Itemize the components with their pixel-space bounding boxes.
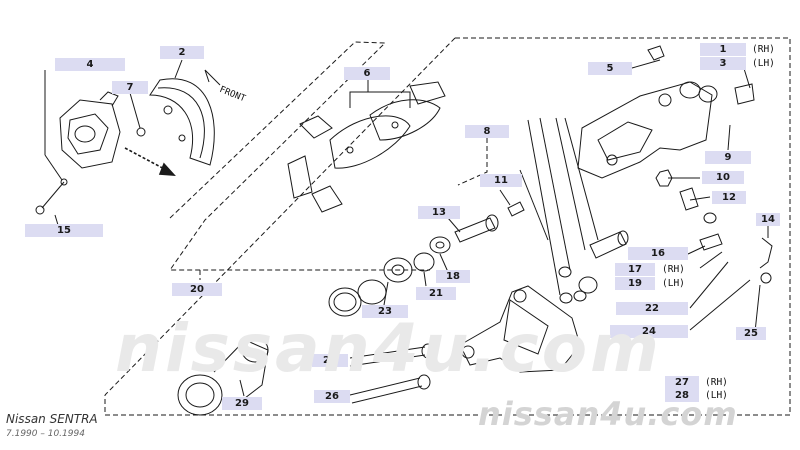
callout-16: 16 — [628, 247, 688, 260]
callout-19-side: (LH) — [662, 278, 685, 289]
bolt-26-lower-part — [349, 374, 431, 404]
bolt-26-upper-part — [349, 343, 435, 367]
frame-8-leader — [457, 138, 488, 186]
callout-19: 19 — [615, 277, 655, 290]
callout-18: 18 — [436, 270, 470, 283]
washer-part — [703, 212, 717, 224]
leader-17 — [699, 251, 723, 269]
leader-23 — [383, 281, 389, 306]
bolt-7-part — [136, 127, 146, 137]
callout-1: 1 — [700, 43, 746, 56]
leader-4b — [44, 154, 63, 181]
clip-14-part — [759, 237, 773, 269]
callout-3: 3 — [700, 57, 746, 70]
direction-arrow-icon — [124, 147, 176, 176]
bolt-15-part — [35, 178, 68, 215]
leader-8d — [564, 117, 599, 241]
slide-pin-part — [558, 230, 629, 304]
dust-shield-part — [149, 78, 215, 166]
leader-21 — [423, 271, 427, 287]
nut-10-part — [655, 169, 673, 187]
leader-8a — [527, 119, 561, 296]
callout-6: 6 — [344, 67, 390, 80]
callout-22: 22 — [616, 302, 688, 315]
seal-kit-part — [328, 236, 451, 317]
callout-27-side: (RH) — [705, 377, 728, 388]
callout-26-upper: 26 — [312, 354, 348, 367]
frame-20-outline — [169, 41, 430, 271]
callout-2: 2 — [160, 46, 204, 59]
leader-22 — [689, 261, 729, 309]
frame-main-diagonal — [104, 37, 456, 396]
callout-12: 12 — [712, 191, 746, 204]
callout-21: 21 — [416, 287, 456, 300]
caliper-body-part — [577, 81, 718, 179]
leader-2 — [174, 59, 183, 79]
callout-24: 24 — [610, 325, 688, 338]
piston-part — [177, 337, 269, 416]
callout-28: 28 — [665, 389, 699, 402]
callout-17: 17 — [615, 263, 655, 276]
leader-8b — [539, 117, 571, 271]
callout-10: 10 — [702, 171, 744, 184]
callout-20: 20 — [172, 283, 222, 296]
clip-16-part — [699, 233, 723, 251]
callout-15: 15 — [25, 224, 103, 237]
callout-3-side: (LH) — [752, 58, 775, 69]
torque-member-part — [459, 285, 581, 373]
bracket-6 — [349, 91, 411, 108]
callout-28-side: (LH) — [705, 390, 728, 401]
leader-16 — [687, 245, 706, 255]
footer-date-range: 7.1990 – 10.1994 — [6, 429, 85, 439]
callout-14: 14 — [756, 213, 780, 226]
callout-5: 5 — [588, 62, 632, 75]
leader-9 — [727, 124, 731, 151]
callout-17-side: (RH) — [662, 264, 685, 275]
brake-pads-part — [287, 81, 446, 213]
leader-12 — [689, 196, 711, 201]
callout-13: 13 — [418, 206, 460, 219]
leader-7 — [129, 92, 141, 129]
watermark-small: nissan4u.com — [478, 395, 738, 433]
leader-5 — [631, 59, 661, 69]
leader-15 — [54, 214, 59, 226]
callout-23: 23 — [362, 305, 408, 318]
leader-8e — [519, 169, 549, 241]
leader-8c — [555, 117, 586, 251]
callout-4: 4 — [55, 58, 125, 71]
watermark-large: nissan4u.com — [115, 310, 662, 387]
callout-11: 11 — [480, 174, 522, 187]
guide-pin-13-part — [454, 214, 499, 243]
callout-9: 9 — [705, 151, 751, 164]
callout-25: 25 — [736, 327, 766, 340]
callout-1-side: (RH) — [752, 44, 775, 55]
leader-29 — [239, 379, 245, 397]
leader-13 — [447, 217, 461, 233]
callout-29: 29 — [222, 397, 262, 410]
frame-main-outline — [104, 37, 791, 416]
footer-model-title: Nissan SENTRA — [6, 412, 98, 426]
callout-26-lower: 26 — [314, 390, 350, 403]
bushing-11-part — [507, 201, 525, 217]
caliper-left-part — [59, 91, 121, 169]
callout-7: 7 — [112, 81, 148, 94]
bracket-1-part — [734, 83, 755, 105]
leader-11 — [499, 189, 511, 206]
leader-18 — [439, 253, 449, 273]
bolt-12-part — [679, 187, 699, 211]
leader-25 — [754, 284, 761, 333]
bleeder-5-part — [647, 45, 665, 61]
leader-24 — [689, 279, 751, 331]
cap-25-part — [760, 272, 772, 284]
front-arrow-icon — [204, 69, 221, 86]
callout-8: 8 — [465, 125, 509, 138]
callout-27: 27 — [665, 376, 699, 389]
